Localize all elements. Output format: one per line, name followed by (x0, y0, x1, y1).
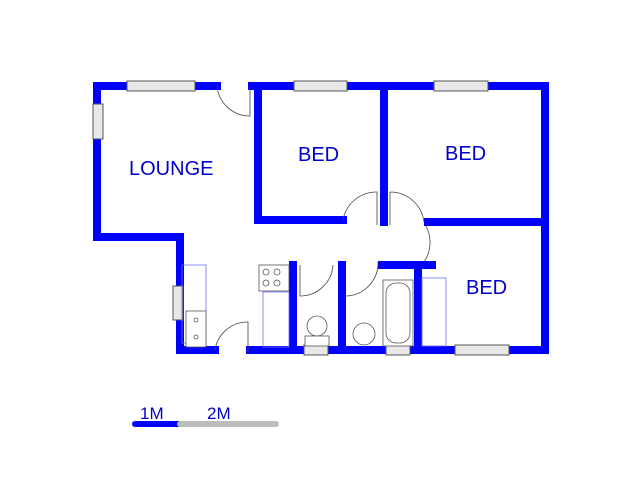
door-wc (299, 264, 334, 297)
door-bed1 (342, 191, 378, 225)
room-label-bed2: BED (445, 143, 486, 165)
toilet-cistern (304, 335, 330, 347)
door-bed3 (423, 225, 431, 263)
door-kitchen (214, 321, 249, 354)
toilet-bowl (306, 315, 328, 337)
scale-bar: 1M 2M (132, 404, 279, 427)
windows (92, 80, 510, 356)
room-label-bed1: BED (298, 144, 339, 166)
sink-drain (193, 317, 199, 323)
wall-lounge-outer (93, 82, 221, 354)
door-bed2 (389, 191, 425, 225)
door-entrance (216, 85, 251, 117)
window (454, 344, 510, 356)
window (92, 103, 104, 140)
wall-bed1 (254, 82, 347, 224)
window (126, 80, 196, 92)
doors (214, 85, 431, 354)
fixtures (181, 264, 447, 348)
room-labels: LOUNGE BED BED BED (129, 143, 507, 299)
sink (185, 310, 207, 348)
scale-label-1m: 1M (140, 404, 164, 423)
window (293, 80, 348, 92)
sink-drain (193, 334, 199, 340)
stove-burner (262, 279, 270, 287)
stove-burner (262, 268, 270, 276)
window (172, 285, 184, 321)
stove-burner (273, 268, 281, 276)
counter (262, 291, 290, 348)
door-bath (344, 261, 379, 297)
room-label-lounge: LOUNGE (129, 158, 213, 180)
scale-label-2m: 2M (207, 404, 231, 423)
window (303, 344, 329, 356)
walls (93, 82, 549, 354)
basin (352, 322, 376, 346)
bathtub-inner (385, 282, 411, 344)
stove (258, 264, 290, 292)
room-label-bed3: BED (466, 277, 507, 299)
wardrobe (421, 277, 447, 347)
stove-burner (273, 279, 281, 287)
window (433, 80, 489, 92)
window (385, 344, 411, 356)
